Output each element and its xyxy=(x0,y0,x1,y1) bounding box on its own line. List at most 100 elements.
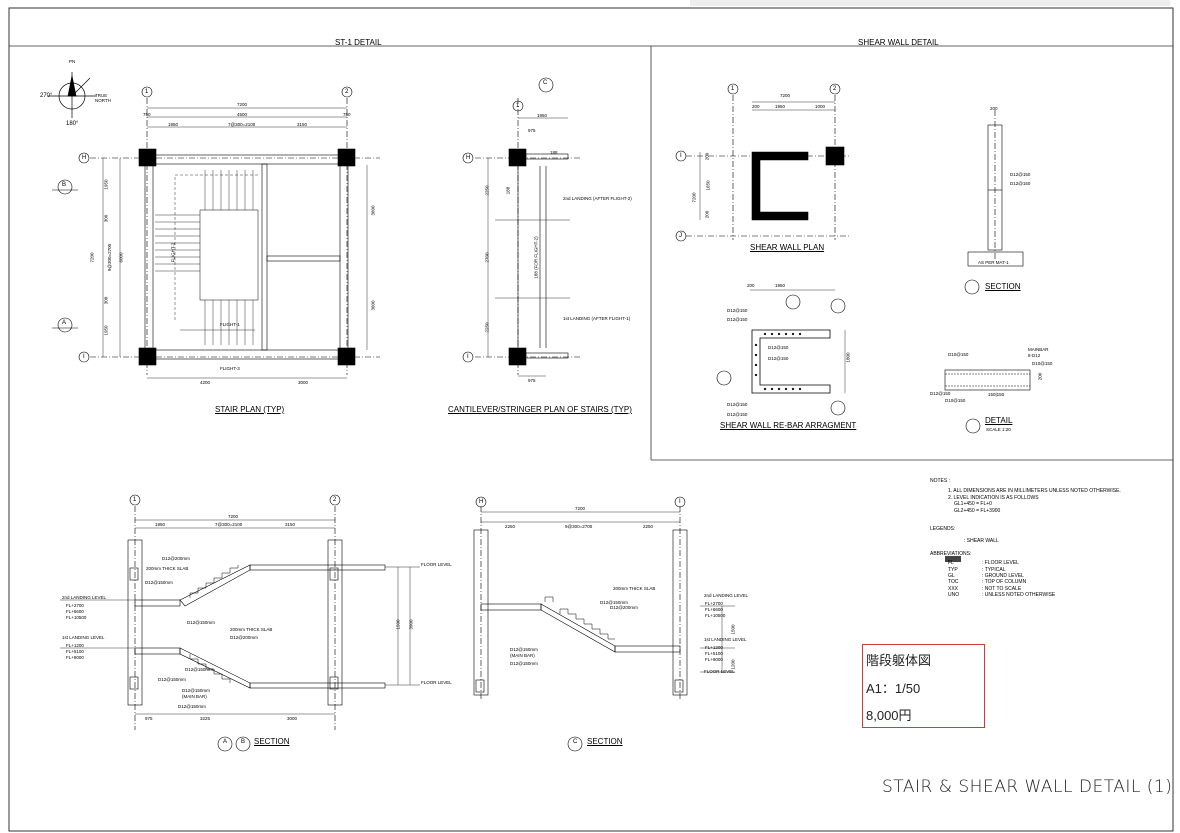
stair-plan-dim-7200: 7200 xyxy=(237,102,248,107)
title-section-ab: SECTION xyxy=(254,737,290,746)
section-c-callout-2: D12@150mm xyxy=(600,600,628,605)
section-c-callout-1: 200mm THICK SLAB xyxy=(613,586,656,591)
section-ab-dim-1950: 1950 xyxy=(155,522,166,527)
rebar-label-4: D12@150 xyxy=(768,356,789,361)
shear-wall-rebar xyxy=(716,289,846,416)
section-marker-a: A xyxy=(62,320,67,326)
legends-heading: LEGENDS: xyxy=(930,526,956,533)
section-ab-dim-3150: 3150 xyxy=(285,522,296,527)
stair-plan-dim-4200: 4200 xyxy=(200,380,211,385)
detail-label-mainbar: MAINBAR xyxy=(1028,347,1049,352)
section-ab-callout-10: D12@150mm xyxy=(178,704,206,709)
stamp-line-2: A1：1/50 xyxy=(866,681,921,696)
sheet-title: STAIR & SHEAR WALL DETAIL (1) xyxy=(882,777,1173,797)
section-ab-dim-7200: 7200 xyxy=(228,514,239,519)
section-c-landing2-fl3: FL+10500 xyxy=(705,613,726,618)
section-c-landing1-fl3: FL+9000 xyxy=(705,657,723,662)
detail-drawing xyxy=(944,369,1031,434)
rebar-dim-1950: 1950 xyxy=(775,283,786,288)
note-2: 2. LEVEL INDICATION IS AS FOLLOWS xyxy=(948,494,1039,501)
stair-plan-dim-left-6000: 6000 xyxy=(118,252,124,263)
section-c-landing2: 2nd LANDING LEVEL xyxy=(704,593,749,598)
notes-block: NOTES : 1. ALL DIMENSIONS ARE IN MILLIME… xyxy=(930,478,1121,599)
detail-label-d10-bottom: D10@150 xyxy=(945,398,966,403)
section-c-callout-3: D12@200mm xyxy=(610,605,638,610)
north-270-label: 270° xyxy=(40,93,53,99)
detail-label-8d12: 8-D12 xyxy=(1028,353,1041,358)
rebar-dim-200: 200 xyxy=(747,283,755,288)
section-ab-callout-6: D12@200mm xyxy=(230,635,258,640)
section-c-grid-h: H xyxy=(479,499,484,505)
cantilever-grid-i: I xyxy=(467,354,469,360)
shear-wall-plan xyxy=(675,83,850,242)
notes-heading: NOTES : xyxy=(930,478,951,484)
section-d-label-d12-a: D12@150 xyxy=(1010,172,1031,177)
rebar-label-6: D12@150 xyxy=(727,412,748,417)
stair-plan-dim-left-300-a: 300 xyxy=(103,214,109,223)
section-c-dim-2250-left: 2250 xyxy=(505,524,516,529)
stair-plan-dim-left-300-b: 300 xyxy=(103,296,109,305)
top-right-shadow xyxy=(690,0,1170,6)
section-c-dim-9x300: 9@300=2700 xyxy=(565,524,593,529)
note-1: 1. ALL DIMENSIONS ARE IN MILLIMETERS UNL… xyxy=(948,488,1121,495)
section-ab-grid-1: 1 xyxy=(133,497,137,503)
grid-1-bubble: 1 xyxy=(145,89,149,95)
shear-grid-i: I xyxy=(680,153,682,159)
sheet-border xyxy=(8,7,1174,832)
shear-dim-200-bottom: 200 xyxy=(704,210,710,219)
section-ab-landing1-fl2: FL+5100 xyxy=(66,649,84,654)
section-ab-landing1-fl3: FL+9000 xyxy=(66,655,84,660)
flight-1-label: FLIGHT-1 xyxy=(220,322,240,327)
note-3: GL1+450 = FL+0 xyxy=(954,501,992,508)
title-section-c: SECTION xyxy=(587,737,623,746)
stair-plan-dim-3000: 3000 xyxy=(298,380,309,385)
section-ab-landing1: 1st LANDING LEVEL xyxy=(62,635,105,640)
section-d-label-d12-b: D12@150 xyxy=(1010,181,1031,186)
section-ab-callout-7: D12@150mm xyxy=(185,667,213,672)
flight-2-label: FLIGHT-2 xyxy=(170,242,176,263)
stair-plan-dim-left-1950: 1950 xyxy=(103,179,109,190)
section-ab-floor-top: FLOOR LEVEL xyxy=(421,562,452,567)
section-ab-landing2-fl3: FL+10500 xyxy=(66,615,87,620)
title-shear-wall-rebar: SHEAR WALL RE-BAR ARRAGMENT xyxy=(720,421,857,430)
shear-dim-200-top: 200 xyxy=(704,152,710,161)
cantilever-grid-1: 1 xyxy=(516,103,520,109)
grid-h-bubble: H xyxy=(82,155,87,161)
rebar-dim-1800: 1800 xyxy=(845,352,851,363)
stair-plan-dim-left-9x300: 9@300=2700 xyxy=(107,243,113,272)
stair-plan-dim-3150: 3150 xyxy=(297,122,308,127)
section-d-label-200: 200 xyxy=(990,106,998,111)
shear-dim-1950: 1950 xyxy=(775,104,786,109)
section-ab-marker-b: B xyxy=(241,739,246,745)
stair-plan-dim-1950: 1950 xyxy=(168,122,179,127)
section-c-dim-7200: 7200 xyxy=(575,506,586,511)
grid-i-bubble: I xyxy=(83,354,85,360)
cantilever-dim-188-left: 188 xyxy=(505,186,511,195)
stair-plan-dim-750-right: 750 xyxy=(343,112,351,117)
section-c-landing2-fl1: FL+2700 xyxy=(705,601,723,606)
note-4: GL2+450 = FL+3900 xyxy=(954,507,1001,514)
section-ab-callout-2: 200mm THICK SLAB xyxy=(146,566,189,571)
section-ab-landing2-fl1: FL+2700 xyxy=(66,603,84,608)
detail-label-d12: D12@150 xyxy=(930,391,951,396)
section-ab-dim-975: 975 xyxy=(145,716,153,721)
detail-label-150: 150|150 xyxy=(988,392,1005,397)
detail-label-d10-right: D10@150 xyxy=(1032,361,1053,366)
cantilever-plan xyxy=(462,77,580,377)
legend-shear-wall: : SHEAR WALL xyxy=(964,538,999,545)
rebar-label-3: D12@150 xyxy=(768,345,789,350)
section-marker-b: B xyxy=(62,182,67,188)
shear-wall-legend-swatch xyxy=(945,556,961,562)
section-c-grid-i: I xyxy=(679,499,681,505)
section-ab-callout-5: 200mm THICK SLAB xyxy=(230,627,273,632)
section-ab-right-3900: 3900 xyxy=(408,619,414,630)
section-c-landing1-fl2: FL+5100 xyxy=(705,651,723,656)
rebar-label-5: D12@150 xyxy=(727,402,748,407)
abbrev-row: FL: FLOOR LEVEL xyxy=(948,560,1019,567)
shear-dim-1000: 1000 xyxy=(815,104,826,109)
section-ab-dim-3000: 3000 xyxy=(287,716,298,721)
abbrev-row: UNO: UNLESS NOTED OTHERWISE xyxy=(948,592,1056,599)
cantilever-dim-188-top: 188 xyxy=(550,150,558,155)
stair-plan-dim-left-7200: 7200 xyxy=(89,252,95,263)
section-ab-dim-7x300: 7@300=2100 xyxy=(215,522,243,527)
